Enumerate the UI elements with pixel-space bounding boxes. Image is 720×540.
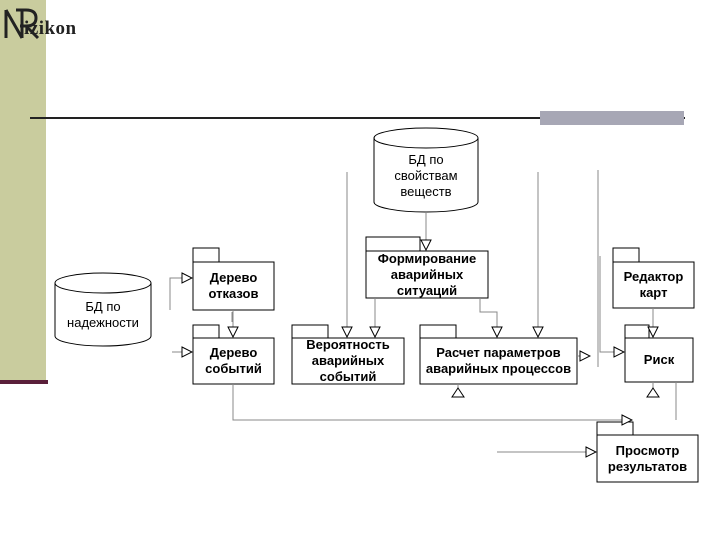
box-results-view — [596, 421, 699, 483]
arrow-into-risk — [599, 256, 624, 352]
box-fault-tree — [192, 247, 275, 311]
box-event-probability — [291, 324, 405, 385]
module-event-probability[interactable]: Вероятность аварийных событий — [306, 337, 390, 384]
box-map-editor — [612, 247, 695, 309]
box-event-tree — [192, 324, 275, 385]
connector-tips — [451, 387, 660, 398]
triangle-up-calc — [451, 387, 465, 398]
module-results-view[interactable]: Просмотр результатов — [607, 442, 688, 474]
db-reliability-shape — [54, 272, 152, 347]
sidebar-bottom-bar — [0, 380, 48, 384]
box-risk — [624, 324, 694, 383]
logo-mark-icon — [4, 8, 40, 40]
module-process-calculation[interactable]: Расчет параметров аварийных процессов — [425, 345, 572, 376]
title-rule — [30, 117, 685, 119]
module-fault-tree[interactable]: Дерево отказов — [208, 270, 259, 301]
module-event-tree[interactable]: Дерево событий — [205, 345, 262, 376]
module-risk[interactable]: Риск — [643, 352, 675, 367]
db-reliability-label: БД по надежности — [67, 299, 139, 330]
module-map-editor[interactable]: Редактор карт — [623, 269, 684, 300]
box-scenario-formation — [365, 236, 489, 299]
connectors — [169, 170, 677, 452]
logo-text: izikon — [24, 18, 77, 39]
triangle-up-risk — [646, 387, 660, 398]
arrow-event-tree-to-results — [232, 384, 632, 420]
box-process-calculation — [419, 324, 578, 385]
module-scenario-formation[interactable]: Формирование аварийных ситуаций — [377, 250, 477, 298]
db-substances-label: БД по свойствам веществ — [394, 152, 458, 199]
logo: izikon — [2, 4, 112, 42]
sidebar-strip — [0, 0, 46, 382]
arrow-scenario-to-calculation — [479, 298, 497, 337]
arrow-into-fault-tree — [169, 278, 192, 310]
title-rule-accent — [540, 111, 684, 125]
db-substances-shape — [373, 127, 479, 213]
